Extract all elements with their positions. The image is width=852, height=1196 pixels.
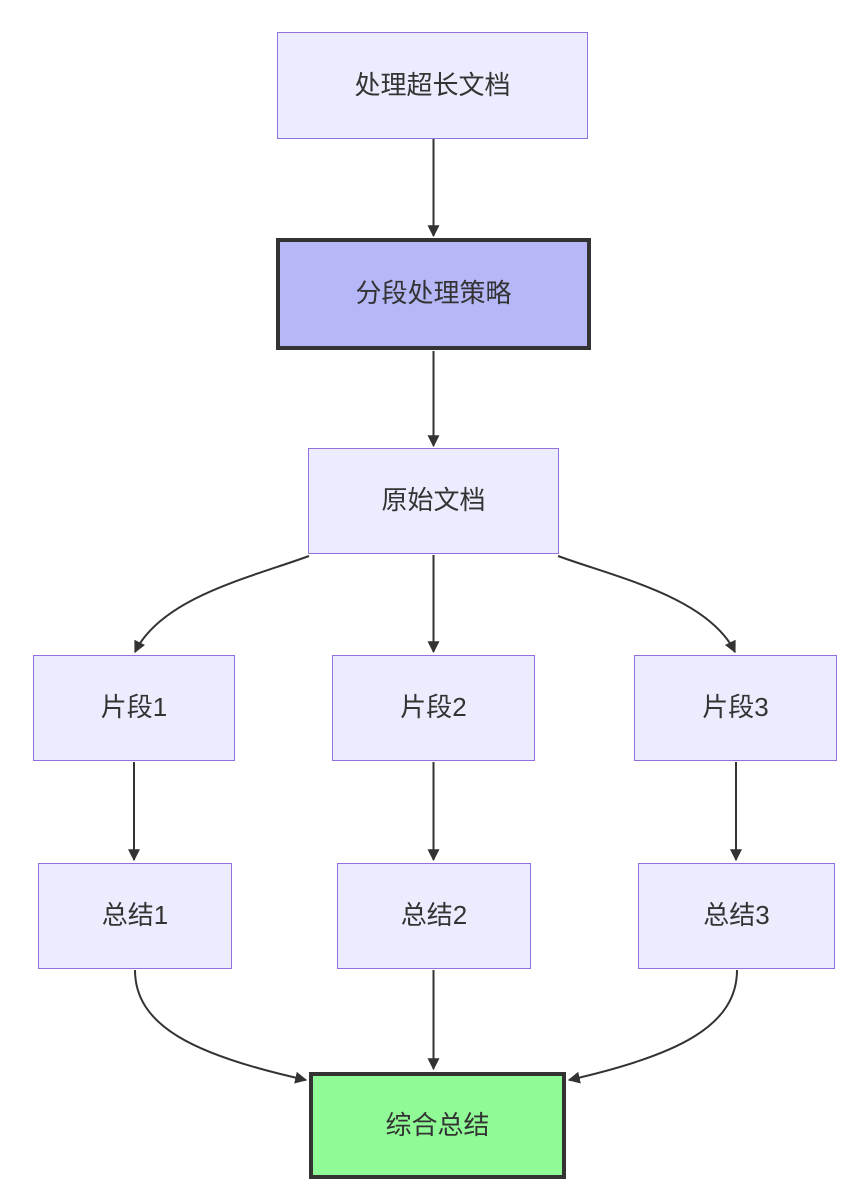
node-label: 片段2: [400, 692, 467, 723]
node-label: 总结1: [101, 900, 169, 931]
node-label: 片段1: [100, 692, 168, 723]
edge-G-J: [134, 969, 308, 1084]
node-summary-3: 总结3: [638, 863, 835, 969]
node-original-doc: 原始文档: [308, 448, 559, 554]
edge-I-J: [567, 969, 738, 1084]
node-label: 原始文档: [381, 485, 486, 516]
node-label: 片段3: [702, 692, 769, 723]
node-label: 处理超长文档: [354, 69, 511, 100]
node-fragment-3: 片段3: [634, 655, 837, 761]
node-segmentation-strategy: 分段处理策略: [276, 238, 591, 350]
node-fragment-1: 片段1: [33, 655, 235, 761]
node-label: 总结3: [703, 900, 770, 931]
node-label: 综合总结: [385, 1109, 490, 1140]
node-fragment-2: 片段2: [332, 655, 535, 761]
edge-C-F: [557, 555, 736, 654]
node-combined-summary: 综合总结: [309, 1072, 566, 1179]
node-label: 总结2: [400, 900, 468, 931]
node-summary-1: 总结1: [38, 863, 232, 969]
node-label: 分段处理策略: [355, 278, 512, 309]
node-summary-2: 总结2: [337, 863, 531, 969]
edge-C-D: [134, 555, 310, 654]
node-process-long-doc: 处理超长文档: [277, 32, 588, 139]
